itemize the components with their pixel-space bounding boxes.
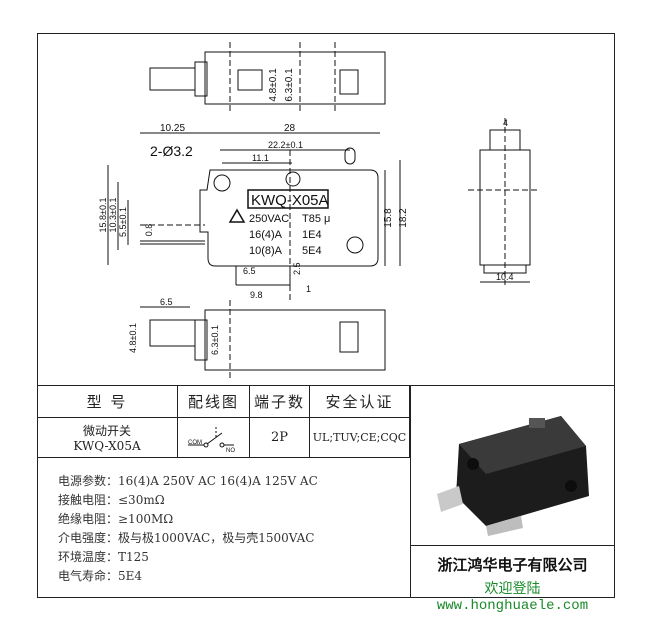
- spec-life: 电气寿命：5E4: [58, 569, 143, 583]
- divider: [410, 385, 411, 598]
- bottom-view: 6.5 4.8±0.1 6.3±0.1: [128, 297, 386, 380]
- dim-label: 6.3±0.1: [284, 68, 295, 102]
- spec-power: 电源参数：16(4)A 250V AC 16(4)A 125V AC: [58, 474, 318, 488]
- dim-label: 15.8±0.1: [98, 198, 108, 233]
- dim-label: 6.5: [243, 266, 256, 276]
- cell-wiring: COM NO: [178, 418, 250, 458]
- label-life1: 1E4: [302, 229, 322, 241]
- front-view: 10.25 28 22.2±0.1 2-Ø3.2 11.1 15.8±0.1 1…: [98, 123, 409, 300]
- dim-label: 6.3±0.1: [210, 325, 220, 355]
- no-label: NO: [226, 448, 235, 453]
- dim-label: 18.2: [398, 208, 409, 228]
- company-block: 浙江鸿华电子有限公司 欢迎登陆www.honghuaele.com: [410, 545, 615, 614]
- header-model: 型 号: [37, 385, 178, 418]
- dim-label: 4.8±0.1: [268, 68, 279, 102]
- dim-label: 10.3±0.1: [108, 198, 118, 233]
- label-life2: 5E4: [302, 245, 322, 257]
- dim-label: 15.8: [383, 208, 394, 228]
- spec-contact-resistance: 接触电阻：≤30mΩ: [58, 493, 165, 507]
- label-temp: T85 μ: [302, 213, 330, 225]
- dim-label: 5.5±0.1: [118, 207, 128, 237]
- wiring-diagram: COM NO: [187, 426, 235, 453]
- dim-label: 10.25: [160, 123, 185, 134]
- label-rating2: 10(8)A: [249, 245, 283, 257]
- dim-label: 4.8±0.1: [128, 323, 138, 353]
- top-view: 4.8±0.1 6.3±0.1: [149, 42, 386, 112]
- spec-dielectric: 介电强度：极与极1000VAC，极与壳1500VAC: [58, 531, 315, 545]
- dim-label: 4: [503, 118, 508, 128]
- label-rating1: 16(4)A: [249, 229, 283, 241]
- product-type: 微动开关: [82, 424, 131, 438]
- product-model: KWQ-X05A: [73, 439, 141, 453]
- cell-certs: UL;TUV;CE;CQC: [310, 418, 410, 458]
- cell-terminals: 2P: [250, 418, 310, 458]
- label-model: KWQ-X05A: [251, 192, 329, 209]
- dim-label: 0.8: [144, 224, 154, 237]
- dim-label: 2.5: [292, 262, 302, 275]
- com-label: COM: [188, 440, 202, 446]
- dim-label: 28: [284, 123, 296, 134]
- technical-drawing: 4.8±0.1 6.3±0.1 10.25 28: [98, 42, 540, 380]
- label-voltage: 250VAC: [249, 213, 289, 225]
- dim-label: 22.2±0.1: [268, 140, 303, 150]
- company-website[interactable]: 欢迎登陆www.honghuaele.com: [436, 582, 589, 614]
- dim-label: 10.4: [496, 272, 514, 282]
- spec-temperature: 环境温度：T125: [58, 550, 149, 564]
- dim-label: 9.8: [250, 290, 263, 300]
- header-terminals: 端子数: [250, 385, 310, 418]
- header-certs: 安全认证: [310, 385, 410, 418]
- dim-label: 2-Ø3.2: [150, 143, 193, 159]
- spec-insulation-resistance: 绝缘电阻：≥100MΩ: [58, 512, 174, 526]
- dim-label: 1: [306, 284, 311, 294]
- dim-label: 6.5: [160, 297, 173, 307]
- divider: [37, 385, 615, 386]
- cell-model: 微动开关 KWQ-X05A: [37, 418, 178, 458]
- datasheet-frame: [37, 33, 615, 598]
- side-view: 4 10.4: [468, 118, 540, 285]
- dim-label: 11.1: [252, 153, 269, 163]
- header-wiring: 配线图: [178, 385, 250, 418]
- company-name: 浙江鸿华电子有限公司: [437, 556, 588, 574]
- product-photo: [437, 416, 589, 536]
